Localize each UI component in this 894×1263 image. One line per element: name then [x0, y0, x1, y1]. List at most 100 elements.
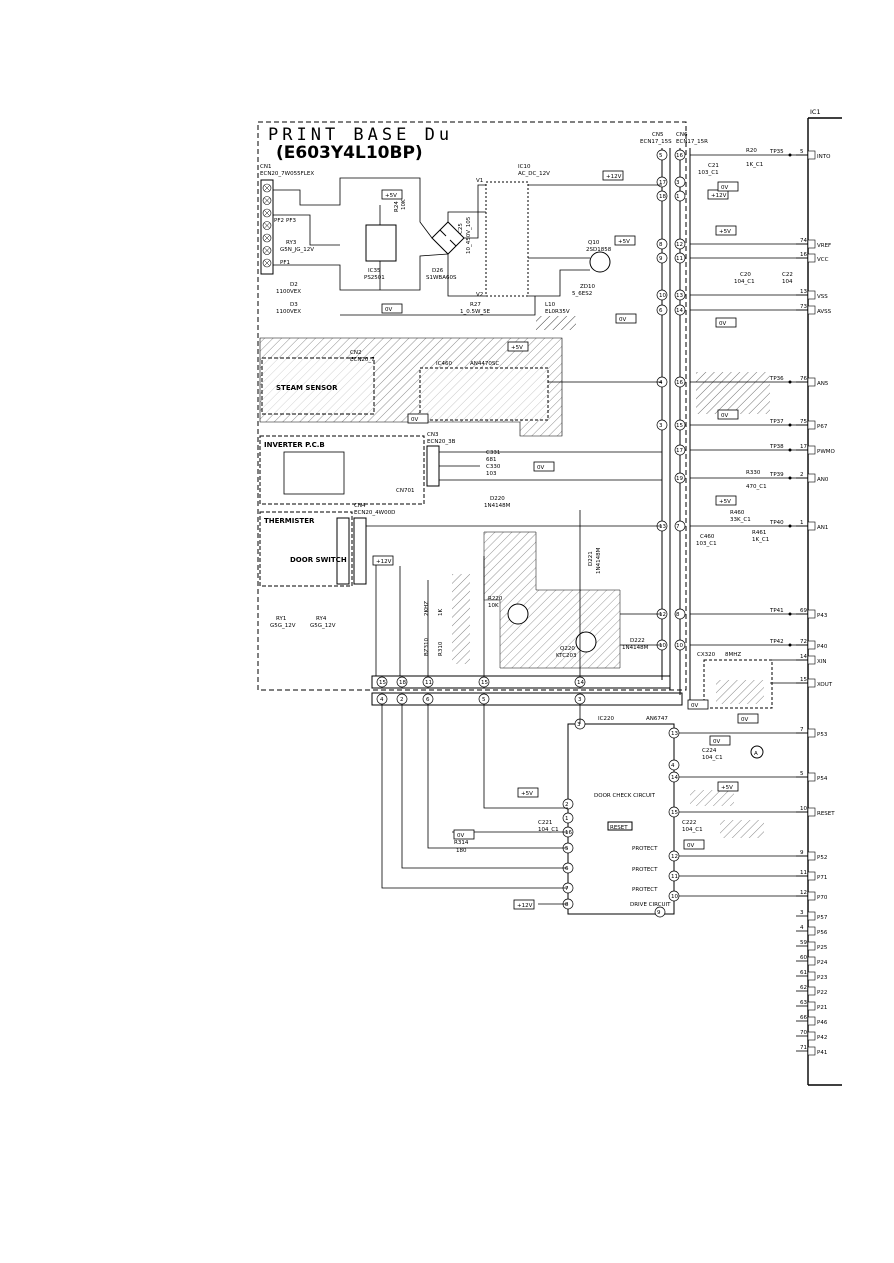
ic1-pin-number: 73 [800, 304, 807, 310]
c221-label: C221 [538, 820, 552, 826]
bottom-pin-number: 4 [380, 697, 384, 703]
cn6-pin [674, 639, 686, 651]
ic1-pin-number: 13 [800, 289, 807, 295]
supply-rail-tag: 0V [717, 409, 739, 420]
ic1-pin-number: 15 [800, 677, 807, 683]
d3-label: D3 [290, 302, 298, 308]
bottom-pin-lower [376, 693, 388, 705]
ic220-pin [562, 798, 574, 810]
bottom-pin-lower [396, 693, 408, 705]
cn1-connector [260, 179, 274, 275]
svg-text:0V: 0V [537, 465, 544, 471]
cn6-pin-number: 19 [676, 476, 683, 482]
bottom-pin-number: 15 [379, 680, 386, 686]
driver-wiring [375, 510, 662, 676]
bottom-pin-number: 11 [425, 680, 432, 686]
ic10-box [485, 181, 529, 297]
zd10-value: 5_6ES2 [572, 291, 592, 297]
ic220-pin-number: 16 [565, 830, 572, 836]
ic1-pin-number: 4 [800, 925, 804, 931]
ic1-pin-name: P56 [817, 930, 828, 936]
ic220-pin-number: 14 [671, 775, 678, 781]
ic1-pin-name: P23 [817, 975, 828, 981]
d222-label: D222 [630, 638, 645, 644]
bottom-pin-upper [422, 676, 434, 688]
ic1-pin-name: VREF [817, 243, 831, 249]
cn1-pins [262, 183, 272, 268]
cn6-pin [674, 289, 686, 301]
cx320-value: 8MHZ [725, 652, 741, 658]
cn6-pin-number: 16 [676, 153, 683, 159]
marker-a-label: A [754, 751, 758, 757]
ic460-box [419, 367, 549, 421]
bottom-pin-lower [574, 693, 586, 705]
ic1-pin-number: 59 [800, 940, 807, 946]
cn5-pin [656, 289, 668, 301]
cn5-pin-number: 12 [659, 612, 666, 618]
ic220-pin [668, 759, 680, 771]
ic1-pin-number: 76 [800, 376, 807, 382]
bottom-pin-number: 6 [426, 697, 430, 703]
cn5-pin-number: 5 [659, 153, 663, 159]
cn5-pin-number: 6 [659, 308, 663, 314]
cn6-pin-number: 1 [676, 194, 680, 200]
protect-1: PROTECT [632, 846, 658, 852]
ic1-pin-name: P57 [817, 915, 828, 921]
svg-text:0V: 0V [721, 185, 728, 191]
svg-text:0V: 0V [721, 413, 728, 419]
ic1-pin-number: 72 [800, 639, 807, 645]
d221-value: 1N4148M [596, 547, 602, 574]
l10-value: EL0R35V [545, 309, 570, 315]
ic1-pin-name: INTO [817, 154, 831, 160]
supply-rail-tag: +5V [715, 495, 737, 506]
svg-text:0V: 0V [411, 417, 418, 423]
ic1-pin-number: 63 [800, 1000, 807, 1006]
pf1-label: PF1 [280, 260, 290, 266]
ic1-pin-name: P41 [817, 1050, 827, 1056]
supply-rail-tag: +12V [513, 899, 535, 910]
signal-wires [675, 154, 808, 897]
cn6-pin [674, 252, 686, 264]
ic220-pin-number: 4 [671, 763, 675, 769]
svg-text:+5V: +5V [719, 229, 731, 235]
svg-text:+12V: +12V [517, 903, 533, 909]
cx320-box [703, 659, 773, 709]
cn6-pin-number: 7 [676, 524, 680, 530]
cn5-pin [656, 149, 668, 161]
cn2-part: ECN20_7 [350, 357, 375, 363]
cn4-right-connector [353, 517, 367, 585]
cn1-part: ECN20_7W055FLEX [260, 171, 314, 177]
ic220-pin-number: 3 [577, 722, 581, 728]
d26-value: S1WBA60S [426, 275, 457, 281]
cn5-pin-number: 13 [659, 524, 666, 530]
d3-value: 1100VEX [276, 309, 301, 315]
r220-label: R220 [488, 596, 503, 602]
cn6-pin [674, 149, 686, 161]
d26-label: D26 [432, 268, 444, 274]
c331-value: 681 [486, 457, 497, 463]
ic1-label: IC1 [810, 108, 821, 116]
ic1-pin-name: P54 [817, 776, 828, 782]
supply-rail-tag: 0V [717, 181, 739, 192]
ic1-pin-number: 2 [800, 472, 804, 478]
bottom-pin-upper [574, 676, 586, 688]
power-wiring [273, 177, 662, 316]
bottom-pin-number: 5 [482, 697, 486, 703]
cn1-label: CN1 [260, 164, 271, 170]
c25-value: 10_450V_105 [466, 216, 472, 254]
ic1-pin-number: 61 [800, 970, 807, 976]
print-base-boundary [257, 121, 687, 691]
c20-value: 104_C1 [734, 279, 755, 285]
svg-text:0V: 0V [619, 317, 626, 323]
r461-value: 1K_C1 [752, 537, 769, 543]
q220-label: Q220 [560, 646, 575, 652]
cn5-label: CN5 [652, 132, 664, 138]
ic35-value: PS2501 [364, 275, 385, 281]
svg-text:0V: 0V [385, 307, 392, 313]
